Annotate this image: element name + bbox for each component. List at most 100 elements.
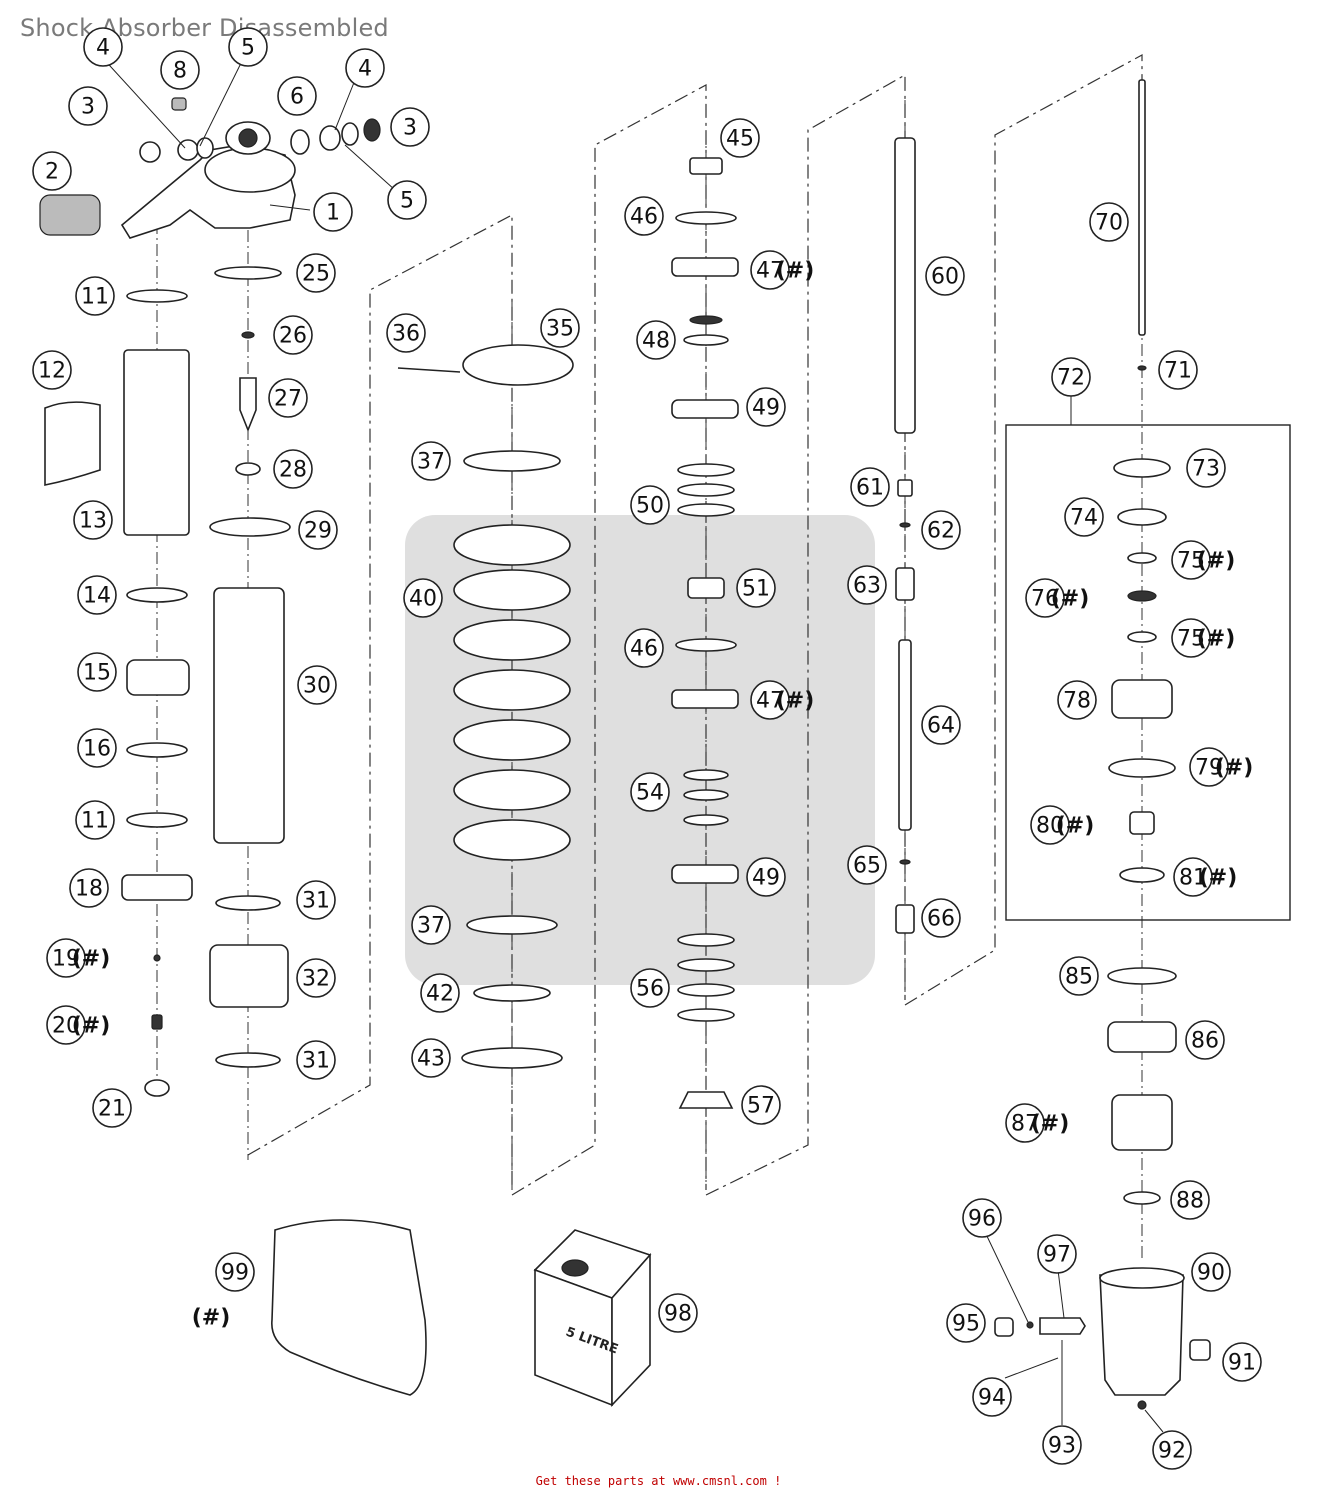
callout-circle [1005, 1103, 1045, 1143]
callout-number: 3 [403, 116, 417, 141]
callout-60: 60 [925, 256, 965, 296]
callout-number: 50 [636, 494, 664, 519]
callout-circle [411, 905, 451, 945]
callout-number: 6 [290, 85, 304, 110]
callout-98: 98 [658, 1293, 698, 1333]
callout-number: 18 [75, 877, 103, 902]
callout-number: 43 [417, 1047, 445, 1072]
callout-43: 43 [411, 1038, 451, 1078]
callout-hash: (#) [1215, 756, 1254, 781]
callout-number: 45 [726, 127, 754, 152]
callout-circle [75, 276, 115, 316]
callout-number: 76 [1031, 587, 1059, 612]
callout-48: 48 [636, 320, 676, 360]
callout-51: 51 [736, 568, 776, 608]
callout-circle [1191, 1252, 1231, 1292]
callout-circle [750, 680, 790, 720]
callout-29: 29 [298, 510, 338, 550]
callout-circle [1170, 1180, 1210, 1220]
callout-6: 6 [277, 76, 317, 116]
callout-97: 97 [1037, 1234, 1077, 1274]
callout-37: 37 [411, 905, 451, 945]
callout-circle [946, 1303, 986, 1343]
callout-circle [46, 938, 86, 978]
callout-circle [296, 253, 336, 293]
callout-3: 3 [390, 107, 430, 147]
callout-circle [92, 1088, 132, 1128]
callout-47: 47(#) [750, 680, 815, 720]
callout-66: 66 [921, 898, 961, 938]
callout-79: 79(#) [1189, 747, 1254, 787]
callout-8: 8 [160, 50, 200, 90]
callout-circle [1059, 956, 1099, 996]
callout-number: 2 [45, 160, 59, 185]
callout-80: 80(#) [1030, 805, 1094, 845]
callout-number: 11 [81, 285, 109, 310]
callout-circle [921, 898, 961, 938]
callout-number: 5 [241, 36, 255, 61]
callout-number: 49 [752, 866, 780, 891]
callout-number: 87 [1011, 1112, 1039, 1137]
callout-number: 12 [38, 359, 66, 384]
callout-circle [1171, 618, 1211, 658]
callout-circle [277, 76, 317, 116]
callout-15: 15 [77, 652, 117, 692]
callout-49: 49 [746, 857, 786, 897]
callout-number: 97 [1043, 1243, 1071, 1268]
callout-50: 50 [630, 485, 670, 525]
callout-number: 49 [752, 396, 780, 421]
callout-circle [83, 27, 123, 67]
callout-88: 88 [1170, 1180, 1210, 1220]
callout-hash: (#) [192, 1306, 231, 1331]
callout-circle [75, 800, 115, 840]
callout-number: 65 [853, 854, 881, 879]
callout-number: 75 [1177, 627, 1205, 652]
callout-circle [296, 958, 336, 998]
callout-13: 13 [73, 500, 113, 540]
callout-circle [746, 387, 786, 427]
callout-number: 1 [326, 201, 340, 226]
upper-mount [39, 97, 381, 239]
assembly-72-box [1005, 424, 1291, 921]
callout-62: 62 [921, 510, 961, 550]
callout-number: 73 [1192, 457, 1220, 482]
callout-25: 25 [296, 253, 336, 293]
callout-number: 81 [1179, 866, 1207, 891]
callout-circle [624, 628, 664, 668]
callout-5: 5 [228, 27, 268, 67]
footer-link[interactable]: Get these parts at www.cmsnl.com ! [535, 1474, 782, 1488]
callout-number: 91 [1228, 1351, 1256, 1376]
callout-number: 11 [81, 809, 109, 834]
callout-circle [420, 973, 460, 1013]
callout-number: 48 [642, 329, 670, 354]
callout-number: 98 [664, 1302, 692, 1327]
callout-circle [273, 315, 313, 355]
callout-circle [32, 151, 72, 191]
callout-circle [1171, 540, 1211, 580]
callout-circle [296, 880, 336, 920]
callout-70: 70 [1089, 202, 1129, 242]
callout-hash: (#) [776, 689, 815, 714]
callout-circle [1030, 805, 1070, 845]
callout-number: 96 [968, 1207, 996, 1232]
callout-number: 95 [952, 1312, 980, 1337]
callout-number: 42 [426, 982, 454, 1007]
callout-number: 93 [1048, 1434, 1076, 1459]
callout-number: 70 [1095, 211, 1123, 236]
callout-number: 13 [79, 509, 107, 534]
callout-circle [46, 1005, 86, 1045]
callout-number: 5 [400, 189, 414, 214]
callout-number: 99 [221, 1261, 249, 1286]
callout-circle [630, 772, 670, 812]
callout-circle [736, 568, 776, 608]
oil-can: 5 LITRE [533, 1229, 652, 1408]
callout-49: 49 [746, 387, 786, 427]
callout-circle [411, 1038, 451, 1078]
callout-63: 63 [847, 565, 887, 605]
callout-number: 47 [756, 259, 784, 284]
callout-35: 35 [540, 308, 580, 348]
callout-circle [1051, 357, 1091, 397]
callout-number: 72 [1057, 366, 1085, 391]
callout-21: 21 [92, 1088, 132, 1128]
